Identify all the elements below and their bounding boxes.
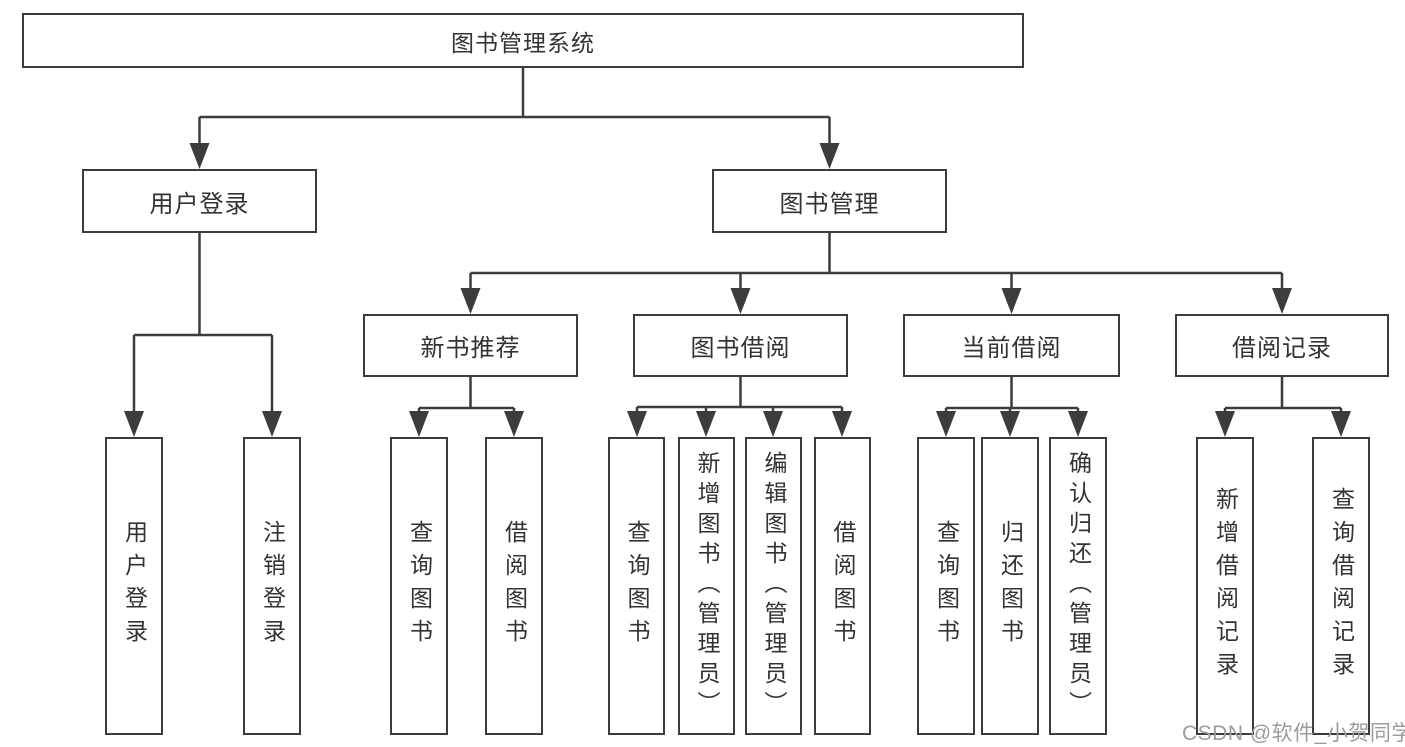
- arrowhead: [1272, 288, 1292, 314]
- node-book-borrowing: 图书借阅: [633, 314, 848, 377]
- leaf-query-books-borrow: 查询图书: [608, 437, 665, 735]
- arrowhead: [627, 411, 647, 437]
- arrowhead: [730, 288, 751, 314]
- watermark: CSDN @软件_小贺同学: [1182, 722, 1405, 745]
- arrowhead: [1000, 411, 1020, 437]
- leaf-borrow-books-recommend: 借阅图书: [485, 437, 543, 735]
- leaf-borrow-books: 借阅图书: [814, 437, 871, 735]
- leaf-query-books-recommend: 查询图书: [390, 437, 448, 735]
- arrowhead: [763, 411, 783, 437]
- arrowhead: [696, 411, 716, 437]
- arrowhead: [1331, 411, 1351, 437]
- node-current-borrowing: 当前借阅: [903, 314, 1120, 377]
- arrowhead: [819, 143, 840, 169]
- arrowhead: [409, 411, 429, 437]
- arrowhead: [936, 411, 956, 437]
- node-root: 图书管理系统: [22, 13, 1024, 68]
- connector-lines: [198, 68, 831, 146]
- node-new-book-recommendation: 新书推荐: [363, 314, 578, 377]
- leaf-edit-books-admin: 编辑图书（管理员）: [745, 437, 802, 735]
- node-book-management: 图书管理: [712, 169, 947, 233]
- node-borrowing-records: 借阅记录: [1175, 314, 1389, 377]
- connector-lines: [132, 233, 274, 414]
- leaf-add-borrow-record: 新增借阅记录: [1196, 437, 1254, 735]
- connector-lines: [469, 233, 1284, 291]
- connector-lines: [944, 377, 1080, 414]
- arrowhead: [189, 143, 210, 169]
- arrowhead: [832, 411, 852, 437]
- arrowhead: [262, 411, 282, 437]
- leaf-query-books-current: 查询图书: [917, 437, 975, 735]
- arrowhead: [504, 411, 524, 437]
- node-user-login: 用户登录: [82, 169, 317, 233]
- leaf-confirm-return-admin: 确认归还（管理员）: [1049, 437, 1107, 735]
- arrowhead: [124, 411, 144, 437]
- connector-lines: [635, 377, 844, 414]
- leaf-return-books: 归还图书: [981, 437, 1039, 735]
- arrowhead: [460, 288, 481, 314]
- leaf-logout: 注销登录: [243, 437, 301, 735]
- arrowhead: [1001, 288, 1022, 314]
- leaf-query-borrow-record: 查询借阅记录: [1312, 437, 1370, 735]
- connector-lines: [417, 377, 516, 414]
- connector-lines: [1223, 377, 1343, 414]
- arrowhead: [1215, 411, 1235, 437]
- leaf-add-books-admin: 新增图书（管理员）: [678, 437, 735, 735]
- arrowhead: [1068, 411, 1088, 437]
- leaf-user-login: 用户登录: [105, 437, 163, 735]
